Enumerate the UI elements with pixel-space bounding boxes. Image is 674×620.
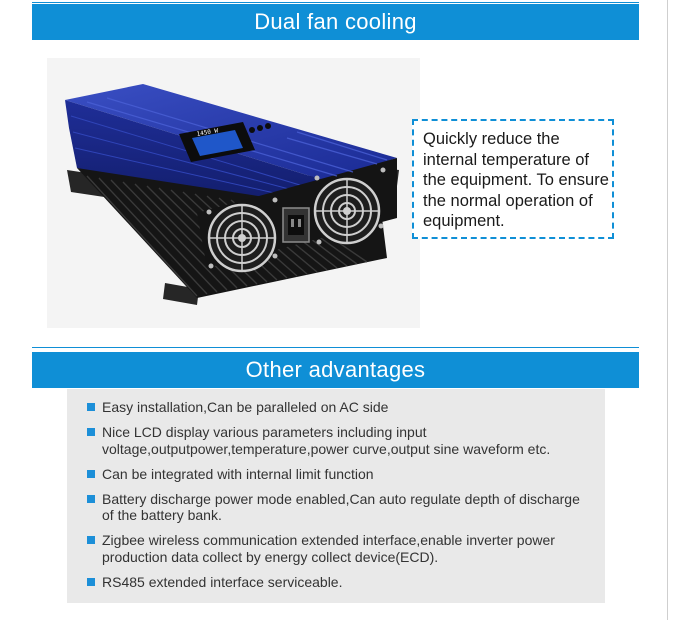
advantages-section-title: Other advantages bbox=[245, 357, 426, 382]
square-bullet-icon bbox=[87, 403, 95, 411]
advantage-text: Zigbee wireless communication extended i… bbox=[102, 532, 555, 565]
advantage-text: Nice LCD display various parameters incl… bbox=[102, 424, 551, 457]
advantage-item: Can be integrated with internal limit fu… bbox=[87, 466, 592, 483]
advantage-text: Easy installation,Can be paralleled on A… bbox=[102, 399, 389, 415]
advantage-item: Nice LCD display various parameters incl… bbox=[87, 424, 592, 457]
right-edge-line bbox=[667, 0, 668, 620]
advantages-list: Easy installation,Can be paralleled on A… bbox=[87, 399, 592, 599]
advantages-panel: Easy installation,Can be paralleled on A… bbox=[67, 389, 605, 603]
cooling-callout-text: Quickly reduce the internal temperature … bbox=[423, 130, 609, 230]
control-button-2 bbox=[257, 125, 263, 131]
square-bullet-icon bbox=[87, 428, 95, 436]
product-image-panel: 1450 W bbox=[47, 58, 420, 328]
fan-left-icon bbox=[207, 203, 277, 273]
square-bullet-icon bbox=[87, 469, 95, 478]
advantage-text: Can be integrated with internal limit fu… bbox=[102, 465, 374, 482]
cooling-callout-box: Quickly reduce the internal temperature … bbox=[412, 119, 614, 239]
mounting-screws bbox=[206, 167, 386, 269]
advantages-section-header: Other advantages bbox=[32, 352, 639, 388]
square-bullet-icon bbox=[87, 577, 95, 586]
control-button-1 bbox=[249, 127, 255, 133]
advantage-text: RS485 extended interface serviceable. bbox=[102, 573, 343, 590]
inverter-image: 1450 W bbox=[65, 84, 399, 305]
lcd-display-screen bbox=[192, 130, 243, 156]
cooling-section-header: Dual fan cooling bbox=[32, 4, 639, 40]
advantage-item: Easy installation,Can be paralleled on A… bbox=[87, 399, 592, 416]
cooling-title-rule bbox=[32, 2, 639, 3]
advantage-text: Battery discharge power mode enabled,Can… bbox=[102, 490, 580, 524]
square-bullet-icon bbox=[87, 536, 95, 544]
advantages-title-rule bbox=[32, 347, 639, 348]
advantage-item: Battery discharge power mode enabled,Can… bbox=[87, 491, 592, 524]
lcd-reading: 1450 W bbox=[196, 127, 219, 138]
cooling-section-title: Dual fan cooling bbox=[254, 9, 417, 34]
ac-socket-icon bbox=[282, 207, 310, 243]
square-bullet-icon bbox=[87, 494, 95, 503]
control-button-3 bbox=[265, 123, 271, 129]
advantage-item: RS485 extended interface serviceable. bbox=[87, 574, 592, 591]
fan-right-icon bbox=[313, 177, 381, 245]
advantage-item: Zigbee wireless communication extended i… bbox=[87, 532, 592, 565]
